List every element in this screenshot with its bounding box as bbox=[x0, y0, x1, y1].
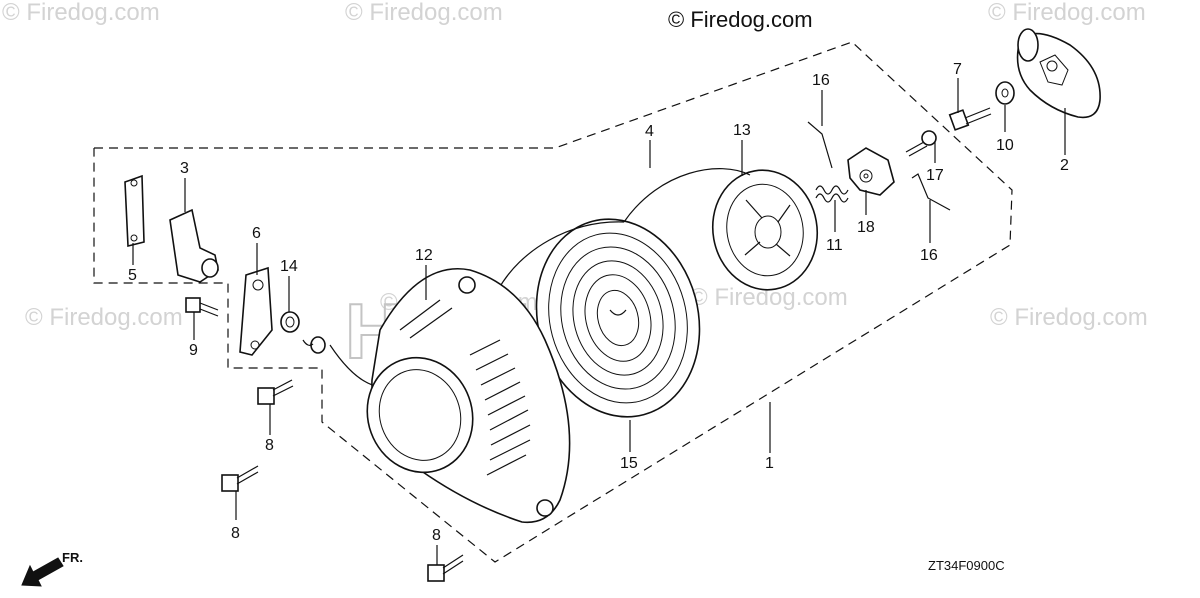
callout-14: 14 bbox=[280, 258, 298, 275]
rope-bushing-part bbox=[280, 311, 300, 333]
assembly-outline bbox=[93, 41, 1013, 563]
flange-bolt-part bbox=[427, 554, 464, 582]
diagram-code: ZT34F0900C bbox=[928, 558, 1005, 573]
callout-4: 4 bbox=[645, 123, 654, 140]
watermark-text: © Firedog.com bbox=[988, 0, 1146, 26]
callout-12: 12 bbox=[415, 247, 433, 264]
callout-7: 7 bbox=[953, 61, 962, 78]
watermark-text: © Firedog.com bbox=[2, 0, 160, 26]
leader-lines bbox=[132, 78, 1066, 565]
callout-13: 13 bbox=[733, 122, 751, 139]
callout-3: 3 bbox=[180, 160, 189, 177]
callout-5: 5 bbox=[128, 267, 137, 284]
callout-1: 1 bbox=[765, 455, 774, 472]
copyright-watermark: © Firedog.com bbox=[668, 7, 813, 32]
bracket-plate-part bbox=[239, 266, 273, 356]
callout-labels: 1 2 3 4 5 6 7 8 8 8 9 10 11 12 13 14 15 … bbox=[128, 61, 1069, 544]
spiral-spring-part bbox=[535, 218, 701, 418]
callout-11: 11 bbox=[826, 237, 843, 254]
callout-6: 6 bbox=[252, 225, 261, 242]
screw-part bbox=[905, 130, 937, 157]
callout-16a: 16 bbox=[812, 72, 830, 89]
callout-8c: 8 bbox=[432, 527, 441, 544]
front-arrow-icon bbox=[21, 557, 64, 587]
callout-16b: 16 bbox=[920, 247, 938, 264]
watermark-text: © Firedog.com bbox=[990, 304, 1148, 331]
rope-knot-part bbox=[302, 336, 326, 354]
grip-plate-part bbox=[124, 174, 145, 248]
reel-part bbox=[711, 169, 819, 291]
washer-part bbox=[995, 81, 1015, 105]
flange-bolt-part bbox=[221, 465, 259, 492]
callout-2: 2 bbox=[1060, 157, 1069, 174]
front-label: FR. bbox=[62, 550, 83, 565]
callout-10: 10 bbox=[996, 137, 1014, 154]
callout-9: 9 bbox=[189, 342, 198, 359]
callout-8b: 8 bbox=[231, 525, 240, 542]
callout-18: 18 bbox=[857, 219, 875, 236]
flange-bolt-part bbox=[257, 379, 294, 405]
ratchet-spring-part bbox=[807, 121, 951, 211]
callout-17: 17 bbox=[926, 167, 944, 184]
recoil-housing-part bbox=[366, 268, 571, 524]
callout-8a: 8 bbox=[265, 437, 274, 454]
watermark-text: © Firedog.com bbox=[25, 304, 183, 331]
coil-spring-part bbox=[815, 185, 849, 203]
front-direction-indicator: FR. bbox=[21, 550, 83, 587]
callout-15: 15 bbox=[620, 455, 638, 472]
watermark-text: © Firedog.com bbox=[345, 0, 503, 26]
bolt-part bbox=[948, 107, 992, 131]
bolt-part bbox=[185, 297, 219, 317]
starter-grip-handle-part bbox=[169, 208, 219, 283]
ratchet-part bbox=[847, 147, 895, 196]
cover-cup-part bbox=[1016, 28, 1101, 119]
